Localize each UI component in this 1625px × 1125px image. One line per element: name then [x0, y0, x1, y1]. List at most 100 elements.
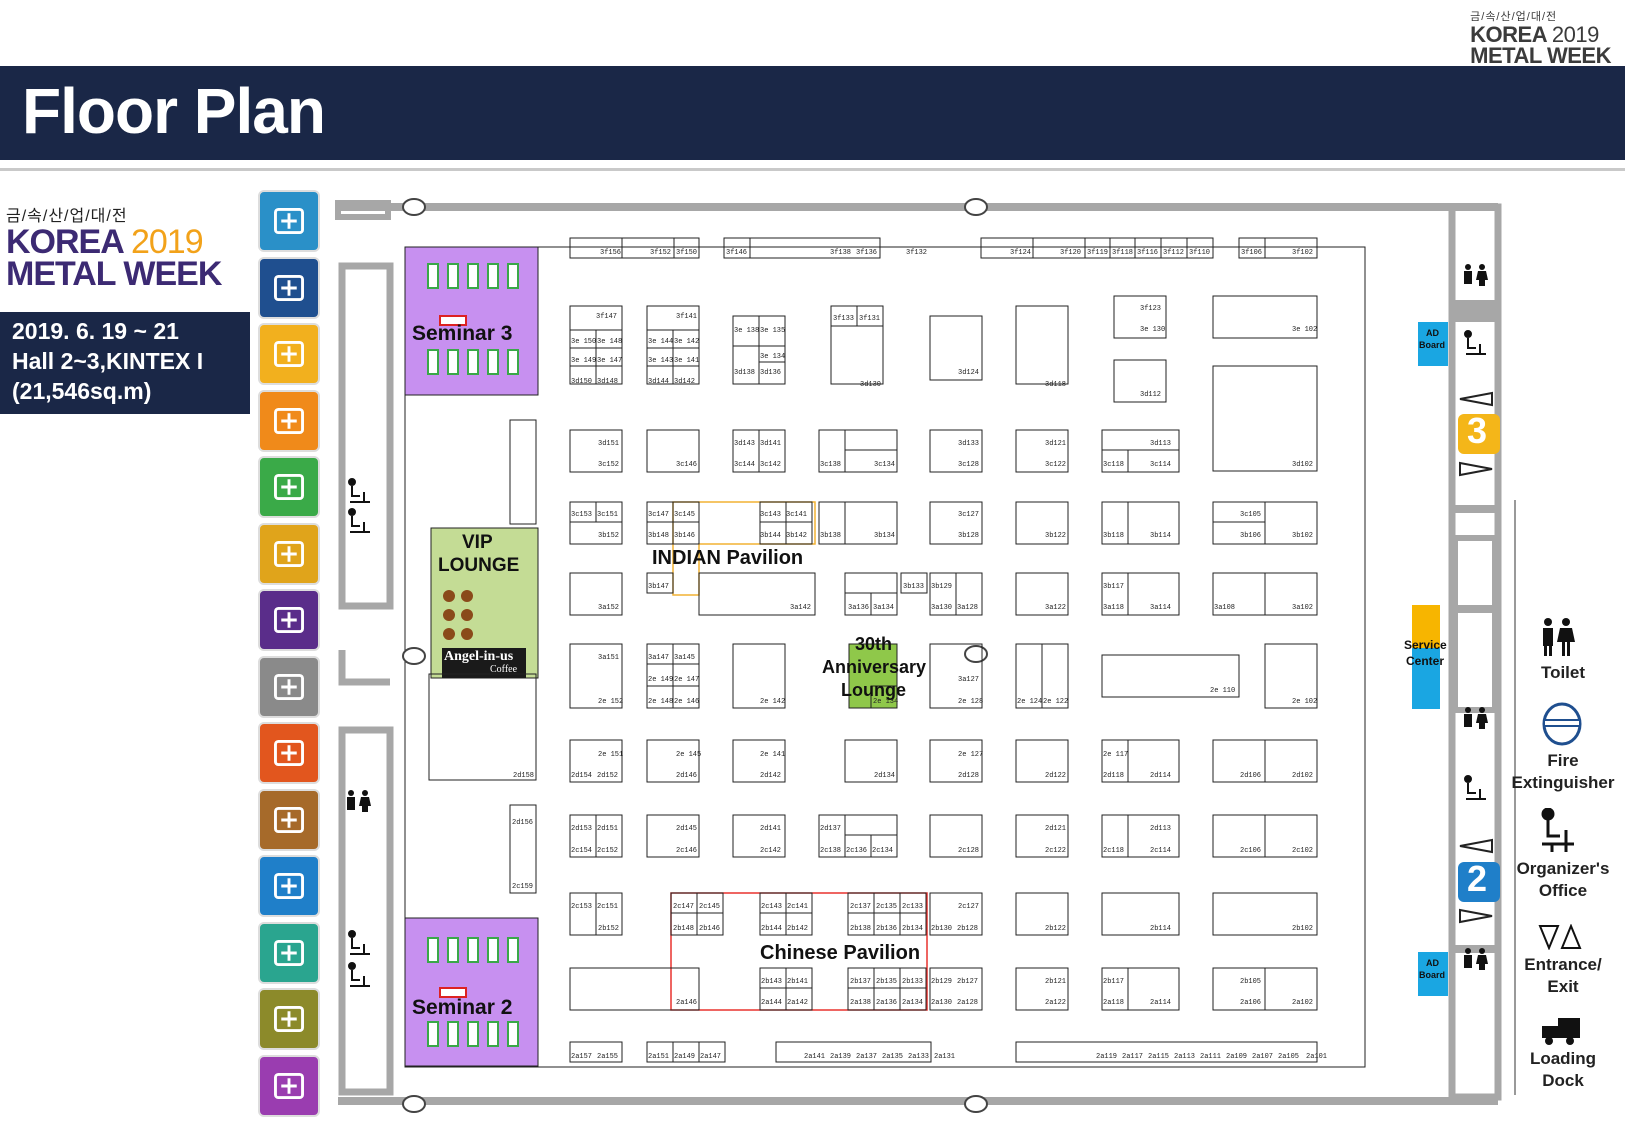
booth — [929, 892, 983, 936]
booth-number: 2a141 — [804, 1053, 825, 1061]
booth-number: 2d113 — [1150, 825, 1171, 833]
booth-number: 3f123 — [1140, 305, 1161, 313]
booth — [1264, 814, 1318, 858]
booth — [929, 967, 983, 1011]
booth-number: 2c137 — [850, 903, 871, 911]
press-icon — [258, 256, 320, 319]
booth-number: 3b128 — [958, 532, 979, 540]
booth-number: 2c134 — [872, 847, 893, 855]
booth-number: 2d152 — [597, 772, 618, 780]
booth — [595, 365, 623, 385]
booth — [1127, 967, 1180, 1011]
booth-number: 3d148 — [597, 378, 618, 386]
booth-number: 3c143 — [760, 511, 781, 519]
booth — [830, 305, 884, 385]
booth-number: 2e 127 — [958, 751, 983, 759]
booth-number: 2c136 — [846, 847, 867, 855]
booth-number: 2c138 — [820, 847, 841, 855]
booth-number: 3a122 — [1045, 604, 1066, 612]
booth — [1015, 967, 1069, 1011]
right-stair-3 — [1455, 945, 1495, 953]
booth-number: 2b138 — [850, 925, 871, 933]
service-center-label-1: Service — [1404, 638, 1447, 652]
legend-loading-dock-icon — [1542, 1018, 1580, 1045]
booth-number: 2a134 — [902, 999, 923, 1007]
event-info-box: 2019. 6. 19 ~ 21 Hall 2~3,KINTEX I (21,5… — [0, 312, 250, 414]
booth-number: 3d124 — [958, 369, 979, 377]
booth — [870, 592, 898, 616]
booth — [569, 643, 623, 709]
screw-icon — [258, 190, 320, 252]
service-center-blue — [1412, 648, 1440, 709]
booth-number: 2b146 — [699, 925, 720, 933]
booth-number: 2e 122 — [1043, 698, 1068, 706]
heat-treat-icon — [258, 788, 320, 851]
booth-number: 3e 149 — [571, 357, 596, 365]
event-venue: Hall 2~3,KINTEX I — [12, 348, 204, 374]
fire-extinguisher-icon — [964, 1095, 988, 1113]
booth-number: 2a151 — [648, 1053, 669, 1061]
fire-extinguisher-icon — [964, 645, 988, 663]
vip-tables — [443, 590, 473, 640]
booth-number: 3c146 — [676, 461, 697, 469]
legend-fire-extinguisher-icon — [1542, 702, 1582, 746]
booth-number: 3d136 — [760, 369, 781, 377]
booth-number: 2e 110 — [1210, 687, 1235, 695]
booth-number: 2d114 — [1150, 772, 1171, 780]
booth-number: 2a111 — [1200, 1053, 1221, 1061]
booth-number: 3c134 — [874, 461, 895, 469]
booth-number: 3a142 — [790, 604, 811, 612]
booth — [1015, 814, 1069, 858]
booth-number: 2e 147 — [674, 676, 699, 684]
booth-number: 2e 152 — [598, 698, 623, 706]
booth-number: 2a128 — [957, 999, 978, 1007]
booth-number: 2a149 — [674, 1053, 695, 1061]
anniversary-label-2: Anniversary — [822, 657, 927, 677]
booth — [1015, 305, 1069, 385]
organizer-office-markers — [348, 330, 1486, 987]
drill-icon — [258, 921, 320, 984]
toilet-markers — [347, 264, 1488, 970]
right-block-1 — [1452, 535, 1498, 611]
booth — [569, 739, 623, 783]
fire-extinguisher-icon — [964, 198, 988, 216]
booth-number: 3c138 — [820, 461, 841, 469]
booth-number: 3b122 — [1045, 532, 1066, 540]
booth-number: 3c105 — [1240, 511, 1261, 519]
booth-number: 2d156 — [512, 819, 533, 827]
booth-number: 2a107 — [1252, 1053, 1273, 1061]
booth-number: 2a113 — [1174, 1053, 1195, 1061]
booth-number: 2c114 — [1150, 847, 1171, 855]
booth — [1015, 1041, 1318, 1063]
ad-board-bottom-label-2: Board — [1419, 970, 1446, 980]
booth-number: 3e 144 — [648, 338, 673, 346]
booth-number: 3d141 — [760, 440, 781, 448]
brand-metal-week: METAL WEEK — [1470, 43, 1611, 68]
booth — [732, 814, 786, 858]
booth-number: 2b143 — [761, 978, 782, 986]
booth — [1127, 739, 1180, 783]
booth-number: 3e 135 — [760, 327, 785, 335]
booth-number: 2b152 — [598, 925, 619, 933]
booth-number: 2d146 — [676, 772, 697, 780]
booth — [749, 237, 881, 259]
booth-number: 3f146 — [726, 249, 747, 257]
booth-number: 2a114 — [1150, 999, 1171, 1007]
booth-number: 2c152 — [597, 847, 618, 855]
booth-number: 2a138 — [850, 999, 871, 1007]
booth-number: 2d141 — [760, 825, 781, 833]
booth-number: 2a105 — [1278, 1053, 1299, 1061]
booth-number: 3c145 — [674, 511, 695, 519]
vip-label-1: VIP — [462, 532, 493, 553]
booth — [844, 572, 898, 594]
booth — [1264, 572, 1318, 616]
booth-number: 2a135 — [882, 1053, 903, 1061]
booth-number: 3e 143 — [648, 357, 673, 365]
booth-number: 2a118 — [1103, 999, 1124, 1007]
booth-number: 3f119 — [1087, 249, 1108, 257]
booth-number: 3a102 — [1292, 604, 1313, 612]
booth-number: 2e 148 — [648, 698, 673, 706]
spray-icon — [258, 522, 320, 585]
booth-number: 3e 147 — [597, 357, 622, 365]
booth-number: 2b114 — [1150, 925, 1171, 933]
